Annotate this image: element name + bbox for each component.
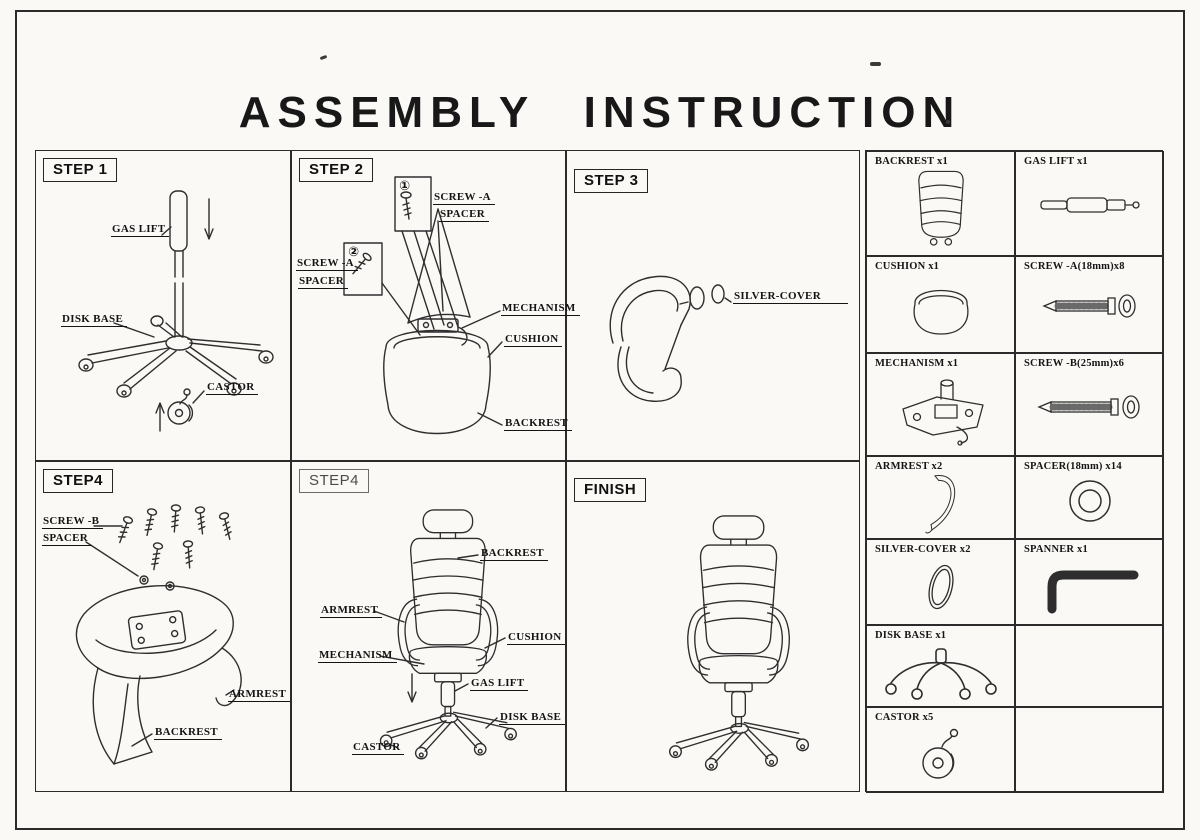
step4b-castor-label: CASTOR [352, 741, 405, 755]
finish-label-text: FINISH [584, 481, 637, 498]
step2-backrest-label: BACKREST [504, 417, 572, 431]
finish-panel: FINISH [566, 461, 860, 792]
step2-spacer1-label: SPACER [439, 208, 489, 222]
part-name: SCREW -B(25mm)x6 [1024, 358, 1125, 369]
step4b-diagram [373, 509, 517, 760]
step4b-label-text: STEP4 [309, 472, 360, 489]
step2-label: STEP 2 [299, 158, 374, 182]
step4b-cushion-label: CUSHION [507, 631, 566, 645]
finish-label: FINISH [574, 478, 647, 502]
step4a-diagram [75, 503, 242, 765]
step2-callout2-number: ② [348, 245, 360, 260]
part-name: CUSHION x1 [875, 261, 940, 272]
step4a-screw-b-label: SCREW -B [42, 515, 104, 529]
step4b-disk-base-label: DISK BASE [499, 711, 566, 725]
screw-a-part-icon [1041, 294, 1136, 318]
step2-spacer2-label: SPACER [298, 275, 348, 289]
part-cell-armrest: ARMREST x2 [866, 456, 1015, 539]
spanner-part-icon [1047, 570, 1138, 614]
step4a-panel: STEP4 [35, 461, 291, 792]
part-cell-gas-lift: GAS LIFT x1 [1015, 151, 1164, 256]
part-cell-mechanism: MECHANISM x1 [866, 353, 1015, 456]
part-name: BACKREST x1 [875, 156, 948, 167]
page-border [15, 10, 1185, 830]
step4a-label: STEP4 [43, 469, 114, 493]
step1-gas-lift-label: GAS LIFT [111, 223, 170, 237]
part-cell-cushion: CUSHION x1 [866, 256, 1015, 353]
spacer-part-icon [1068, 480, 1111, 522]
silver-cover-part-icon [927, 564, 954, 610]
step1-label-text: STEP 1 [53, 161, 108, 178]
step2-callout1-number: ① [399, 179, 411, 194]
scan-speck [870, 62, 881, 66]
armrest-part-icon [924, 475, 955, 534]
castor-part-icon [921, 728, 958, 779]
part-name: ARMREST x2 [875, 461, 943, 472]
gas-lift-part-icon [1039, 197, 1140, 213]
step3-label-text: STEP 3 [584, 172, 639, 189]
step4a-spacer-label: SPACER [42, 532, 92, 546]
part-cell-screw-a: SCREW -A(18mm)x8 [1015, 256, 1164, 353]
step1-disk-base-label: DISK BASE [61, 313, 128, 327]
page-title: ASSEMBLY INSTRUCTION [238, 88, 962, 137]
part-cell-disk-base: DISK BASE x1 [866, 625, 1015, 707]
scan-speck [946, 120, 950, 124]
step3-panel: STEP 3 SILVER-COVER [566, 150, 860, 461]
part-cell-silver-cover: SILVER-COVER x2 [866, 539, 1015, 625]
step4b-panel: STEP4 [291, 461, 566, 792]
part-name: DISK BASE x1 [875, 630, 947, 641]
part-name: GAS LIFT x1 [1024, 156, 1088, 167]
part-name: SILVER-COVER x2 [875, 544, 971, 555]
step1-diagram [78, 190, 274, 432]
step2-diagram [343, 176, 503, 435]
part-cell-screw-b: SCREW -B(25mm)x6 [1015, 353, 1164, 456]
part-name: SPACER(18mm) x14 [1024, 461, 1122, 472]
part-name: SPANNER x1 [1024, 544, 1088, 555]
step2-label-text: STEP 2 [309, 161, 364, 178]
mechanism-part-icon [901, 379, 984, 446]
step2-cushion-label: CUSHION [504, 333, 563, 347]
part-name: MECHANISM x1 [875, 358, 959, 369]
step3-silver-cover-label: SILVER-COVER [733, 290, 848, 304]
step2-screw-a1-label: SCREW -A [433, 191, 495, 205]
step1-castor-label: CASTOR [206, 381, 259, 395]
step2-mechanism-label: MECHANISM [501, 302, 580, 316]
backrest-part-icon [917, 170, 964, 246]
step3-label: STEP 3 [574, 169, 649, 193]
step1-label: STEP 1 [43, 158, 118, 182]
step2-panel: STEP 2 [291, 150, 580, 461]
part-cell-empty-2 [1015, 707, 1164, 793]
part-cell-castor: CASTOR x5 [866, 707, 1015, 793]
step3-diagram [609, 275, 732, 402]
part-name: SCREW -A(18mm)x8 [1024, 261, 1125, 272]
cushion-part-icon [913, 289, 968, 335]
step4a-armrest-label: ARMREST [228, 688, 291, 702]
parts-list: BACKREST x1 GAS LIFT x1 [865, 150, 1164, 793]
part-cell-spanner: SPANNER x1 [1015, 539, 1164, 625]
step4b-mechanism-label: MECHANISM [318, 649, 397, 663]
step4b-backrest-label: BACKREST [480, 547, 548, 561]
disk-base-part-icon [884, 648, 997, 700]
step4b-gas-lift-label: GAS LIFT [470, 677, 529, 691]
step1-panel: STEP 1 [35, 150, 291, 461]
step4a-label-text: STEP4 [53, 472, 104, 489]
part-name: CASTOR x5 [875, 712, 934, 723]
part-cell-spacer: SPACER(18mm) x14 [1015, 456, 1164, 539]
finish-diagram [668, 515, 810, 771]
step4b-label: STEP4 [299, 469, 370, 493]
screw-b-part-icon [1036, 395, 1140, 419]
part-cell-empty-1 [1015, 625, 1164, 707]
step2-screw-a2-label: SCREW -A [296, 257, 358, 271]
part-cell-backrest: BACKREST x1 [866, 151, 1015, 256]
step4b-armrest-label: ARMREST [320, 604, 383, 618]
step4a-backrest-label: BACKREST [154, 726, 222, 740]
